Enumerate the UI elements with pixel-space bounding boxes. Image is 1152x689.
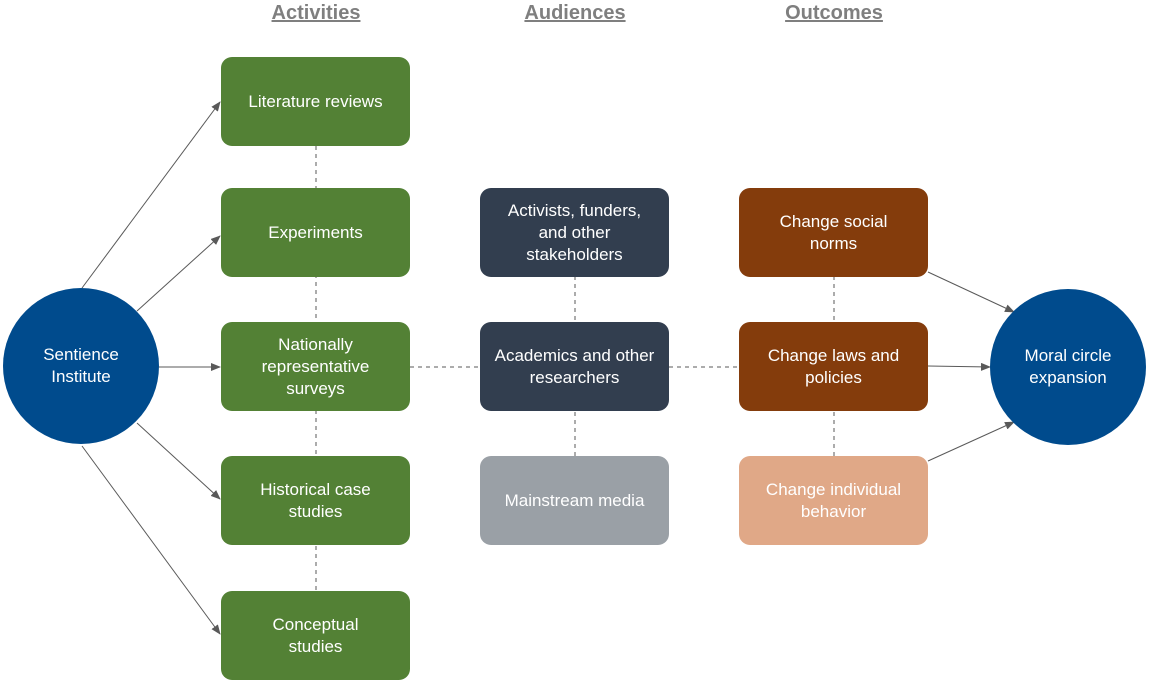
activity-label: Conceptual studies: [272, 614, 359, 656]
activity-label: Historical case studies: [260, 479, 371, 521]
arrow-to-literature-reviews: [81, 101, 221, 289]
outcome-box-behavior: Change individual behavior: [739, 456, 928, 545]
audience-label: Academics and other researchers: [494, 345, 655, 387]
audience-box-academics: Academics and other researchers: [480, 322, 669, 411]
outcome-box-laws: Change laws and policies: [739, 322, 928, 411]
heading-activities: Activities: [271, 2, 361, 24]
activity-box-experiments: Experiments: [221, 188, 410, 277]
audience-box-stakeholders: Activists, funders, and other stakeholde…: [480, 188, 669, 277]
outcome-label: Change individual behavior: [765, 479, 902, 521]
moral-circle-expansion-label: Moral circle expansion: [1024, 346, 1112, 387]
outcome-label: Change social norms: [779, 211, 888, 253]
outcome-box-social-norms: Change social norms: [739, 188, 928, 277]
sentience-institute-node: Sentience Institute: [3, 288, 159, 444]
activity-box-conceptual: Conceptual studies: [221, 591, 410, 680]
sentience-institute-label: Sentience Institute: [43, 345, 119, 386]
arrow-to-conceptual: [81, 445, 221, 635]
activity-box-literature-reviews: Literature reviews: [221, 57, 410, 146]
audience-box-media: Mainstream media: [480, 456, 669, 545]
moral-circle-expansion-node: Moral circle expansion: [990, 289, 1146, 445]
activity-label: Literature reviews: [248, 91, 383, 111]
activity-box-historical: Historical case studies: [221, 456, 410, 545]
activity-label: Nationally representative surveys: [261, 334, 370, 398]
outcome-label: Change laws and policies: [767, 345, 900, 387]
arrow-from-behavior: [927, 421, 1015, 462]
activity-label: Experiments: [268, 222, 363, 242]
heading-outcomes: Outcomes: [785, 2, 883, 24]
heading-audiences: Audiences: [524, 2, 626, 24]
audience-label: Activists, funders, and other stakeholde…: [507, 200, 642, 264]
arrow-to-historical: [136, 422, 221, 500]
audience-label: Mainstream media: [504, 490, 645, 510]
arrow-to-experiments: [136, 235, 221, 312]
activity-box-surveys: Nationally representative surveys: [221, 322, 410, 411]
arrow-from-laws: [927, 362, 991, 371]
arrow-from-social-norms: [927, 271, 1015, 313]
